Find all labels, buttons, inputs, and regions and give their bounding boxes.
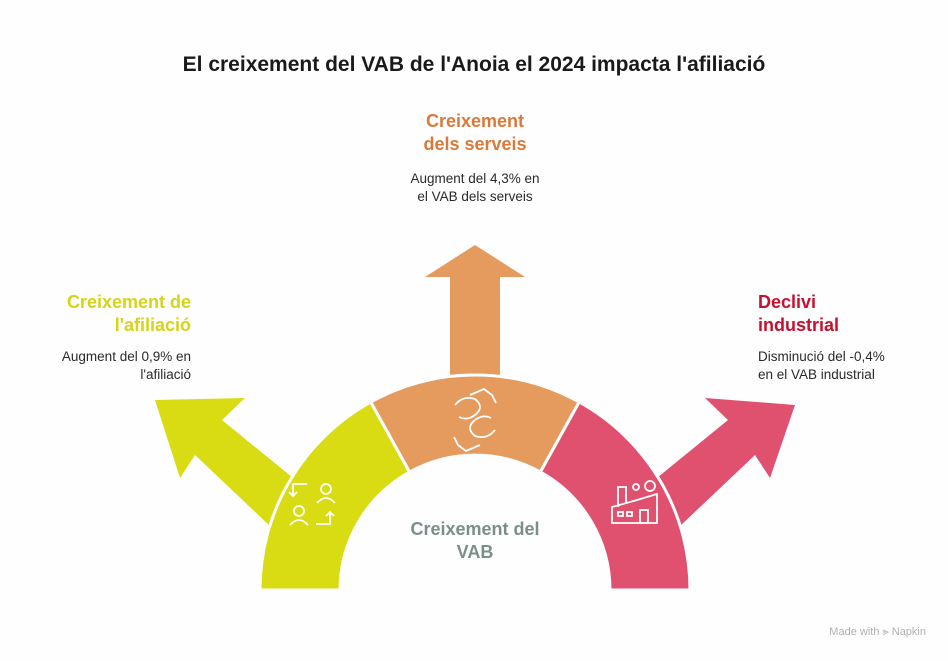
afiliacio-desc-line: l'afiliació	[140, 367, 191, 382]
handshake-icon	[453, 387, 497, 453]
serveis-desc-line: el VAB dels serveis	[417, 189, 533, 204]
serveis-arrow	[425, 245, 525, 400]
serveis-title-line: Creixement	[425, 111, 525, 131]
serveis-desc-line: Augment del 4,3% en	[410, 171, 540, 186]
afiliacio-title: Creixement de l'afiliació	[67, 291, 191, 337]
afiliacio-desc: Augment del 0,9% en l'afiliació	[62, 348, 191, 384]
industrial-desc-line: Disminució del -0,4%	[758, 349, 885, 364]
industrial-title-line: industrial	[758, 315, 840, 335]
factory-icon	[611, 480, 658, 524]
industrial-title: Declivi industrial	[758, 291, 839, 337]
center-label-line: VAB	[456, 542, 494, 562]
industrial-segment	[538, 399, 692, 592]
industrial-desc-line: en el VAB industrial	[758, 367, 875, 382]
people-exchange-icon	[288, 483, 336, 526]
serveis-desc: Augment del 4,3% en el VAB dels serveis	[385, 170, 565, 206]
serveis-title-line: dels serveis	[423, 134, 527, 154]
serveis-title: Creixement dels serveis	[405, 110, 545, 156]
industrial-title-line: Declivi	[758, 292, 817, 312]
afiliacio-desc-line: Augment del 0,9% en	[61, 349, 191, 364]
center-label-line: Creixement del	[410, 519, 540, 539]
napkin-watermark: Made with ⪢ Napkin	[829, 626, 926, 638]
afiliacio-title-line: Creixement de	[66, 292, 191, 312]
afiliacio-title-line: l'afiliació	[114, 315, 191, 335]
page-title: El creixement del VAB de l'Anoia el 2024…	[182, 53, 766, 76]
industrial-desc: Disminució del -0,4% en el VAB industrial	[758, 348, 885, 384]
